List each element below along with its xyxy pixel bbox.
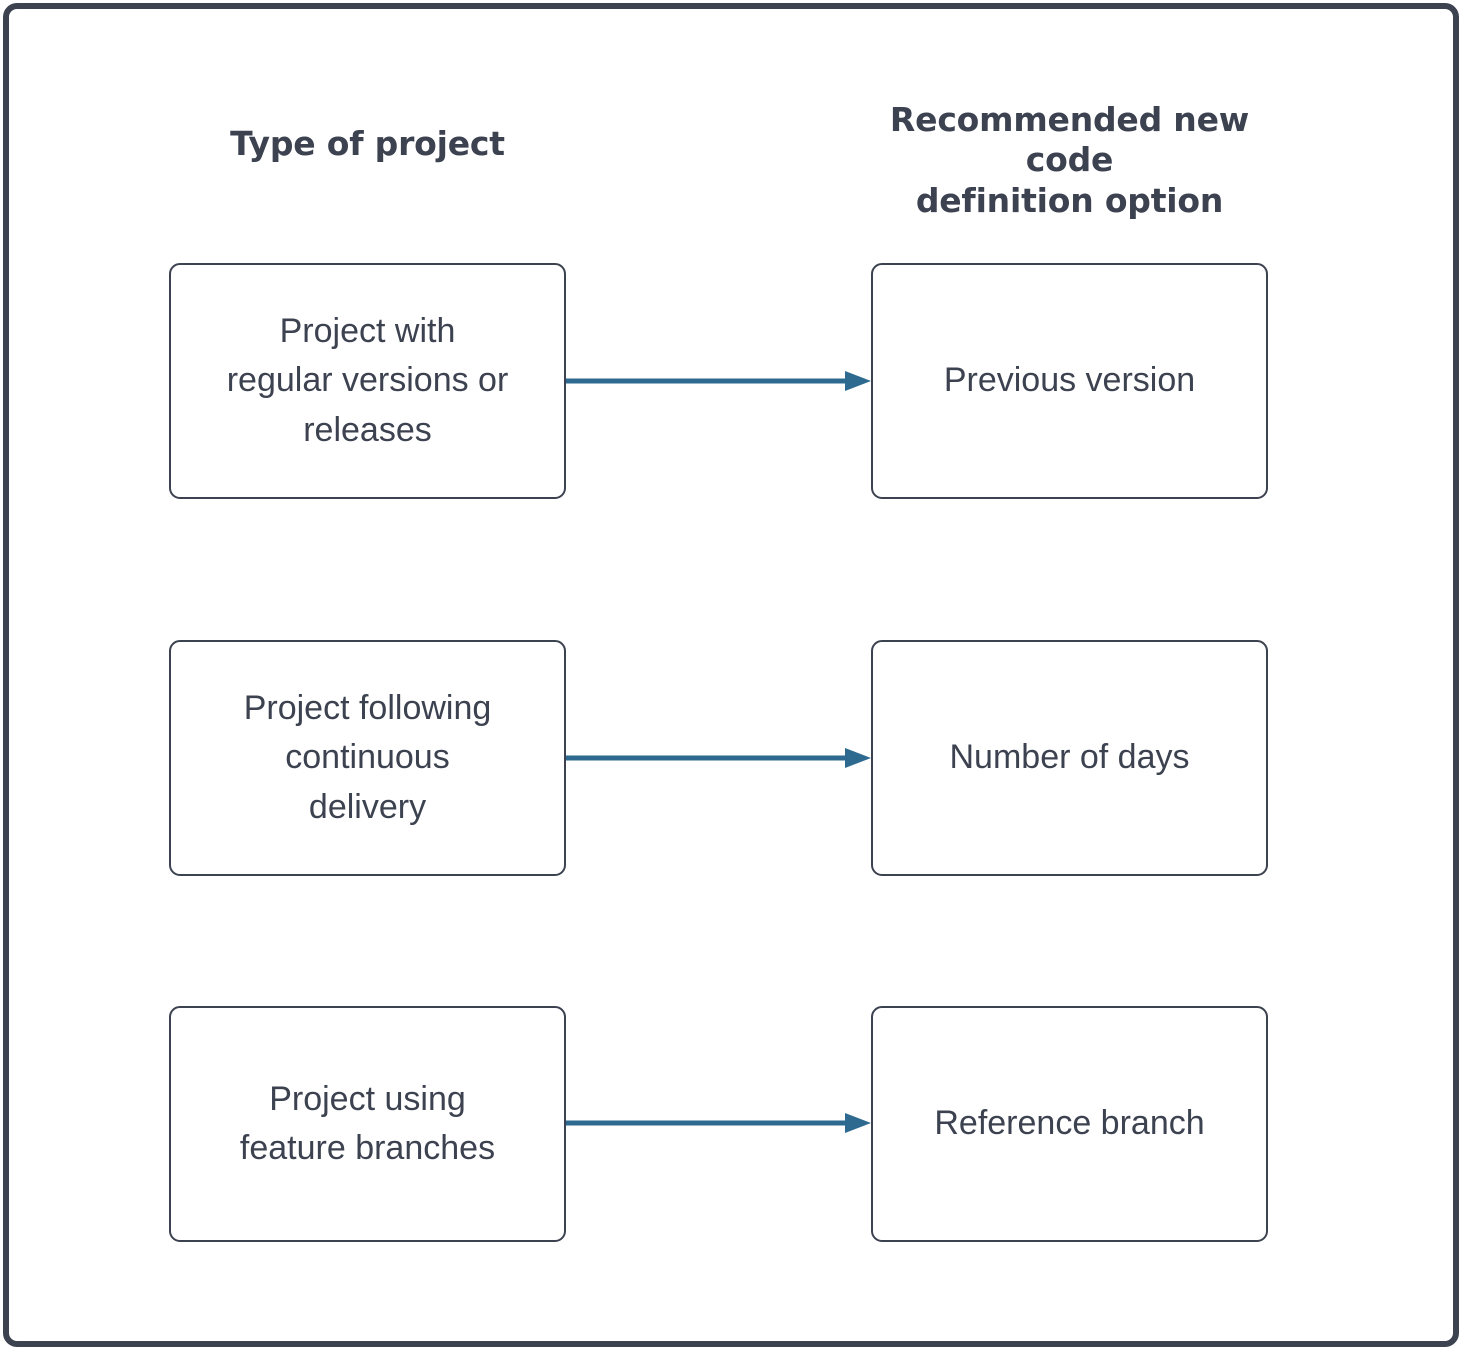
node-label: Reference branch (934, 1104, 1205, 1143)
connector-arrow-1 (566, 369, 873, 393)
connector-arrow-3 (566, 1111, 873, 1135)
column-heading-right-line-1: Recommended new code (889, 100, 1250, 180)
node-code-definition-2[interactable]: Number of days (871, 640, 1268, 876)
column-heading-right-line-2: definition option (915, 180, 1224, 220)
arrow-head-icon (845, 371, 871, 391)
node-project-type-1[interactable]: Project with regular versions or release… (169, 263, 566, 499)
connector-arrow-2 (566, 746, 873, 770)
arrow-head-icon (845, 748, 871, 768)
arrow-head-icon (845, 1113, 871, 1133)
node-project-type-3[interactable]: Project using feature branches (169, 1006, 566, 1242)
node-label: Previous version (943, 361, 1196, 400)
node-project-type-2[interactable]: Project following continuous delivery (169, 640, 566, 876)
node-label: Project with regular versions or release… (226, 312, 509, 449)
column-heading-right: Recommended new code definition option (851, 100, 1288, 221)
column-heading-left: Type of project (230, 124, 505, 163)
node-label: Project following continuous delivery (243, 689, 492, 826)
node-code-definition-3[interactable]: Reference branch (871, 1006, 1268, 1242)
node-label: Project using feature branches (239, 1079, 496, 1167)
node-label: Number of days (949, 738, 1190, 777)
node-code-definition-1[interactable]: Previous version (871, 263, 1268, 499)
